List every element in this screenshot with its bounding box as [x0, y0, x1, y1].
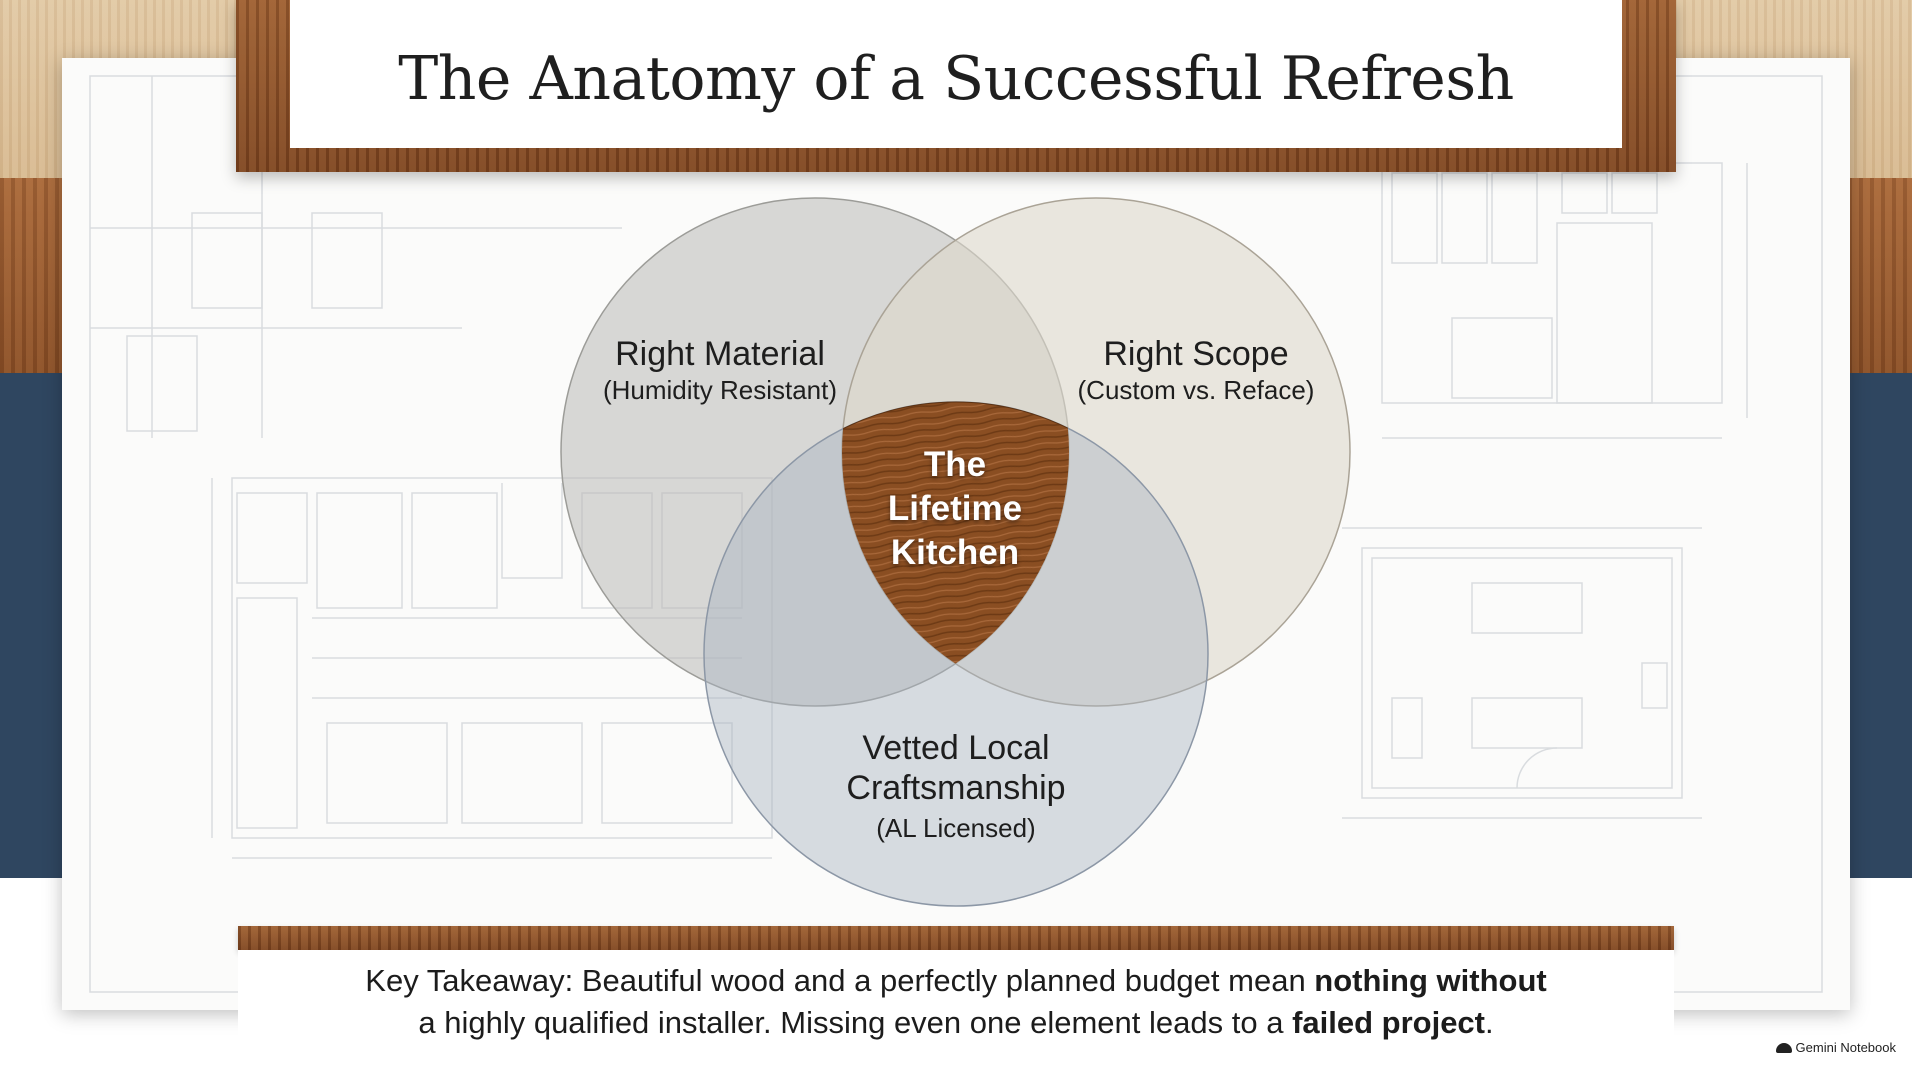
label-craftsmanship-subtitle: (AL Licensed) — [876, 813, 1036, 843]
takeaway-text-1: Key Takeaway: Beautiful wood and a perfe… — [365, 963, 1315, 998]
takeaway-wood-bar — [238, 926, 1674, 950]
takeaway-text-3: . — [1485, 1005, 1494, 1040]
center-label-line3: Kitchen — [890, 533, 1020, 572]
takeaway-text-2: a highly qualified installer. Missing ev… — [418, 1005, 1293, 1040]
label-right-material: Right Material (Humidity Resistant) — [590, 334, 850, 406]
title-card: The Anatomy of a Successful Refresh — [290, 0, 1622, 148]
center-label-line1: The — [923, 445, 987, 484]
label-right-scope-subtitle: (Custom vs. Reface) — [1077, 375, 1315, 405]
watermark: Gemini Notebook — [1775, 1040, 1896, 1055]
venn-center-intersection — [842, 401, 1069, 706]
label-right-scope-title: Right Scope — [1103, 335, 1289, 373]
center-label-line2: Lifetime — [887, 489, 1023, 528]
gemini-notebook-icon — [1775, 1042, 1792, 1053]
center-label: The Lifetime Kitchen — [860, 443, 1050, 575]
watermark-text: Gemini Notebook — [1795, 1040, 1896, 1055]
label-craftsmanship-line1: Vetted Local — [862, 729, 1050, 767]
takeaway-bold-2: failed project — [1292, 1005, 1485, 1040]
takeaway-card — [238, 950, 1674, 1058]
label-right-scope: Right Scope (Custom vs. Reface) — [1066, 334, 1326, 406]
label-right-material-subtitle: (Humidity Resistant) — [602, 375, 838, 405]
key-takeaway: Key Takeaway: Beautiful wood and a perfe… — [238, 960, 1674, 1044]
page-title: The Anatomy of a Successful Refresh — [398, 44, 1514, 114]
label-right-material-title: Right Material — [615, 335, 825, 373]
takeaway-bold-1: nothing without — [1314, 963, 1547, 998]
label-craftsmanship: Vetted Local Craftsmanship (AL Licensed) — [826, 728, 1086, 844]
label-craftsmanship-line2: Craftsmanship — [846, 769, 1066, 807]
